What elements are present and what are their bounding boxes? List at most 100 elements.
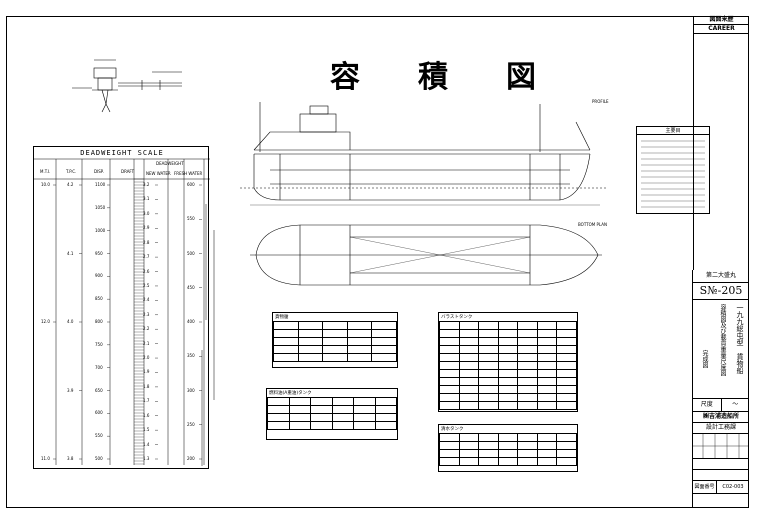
- drawing-title: 容 積 図: [330, 52, 540, 96]
- draft-scale-label: 2.6: [143, 268, 150, 274]
- drawing-number-row: 図面番号 C02-003: [693, 481, 749, 494]
- disp-scale-label: 500: [95, 456, 103, 461]
- disp-scale-label: 800: [95, 319, 103, 324]
- draft-scale-label: 1.7: [143, 398, 150, 404]
- disp-scale-label: 700: [95, 364, 103, 370]
- title-char-1: 容: [330, 60, 364, 95]
- draft-scale-label: 1.9: [143, 369, 150, 375]
- profile-label: PROFILE: [592, 99, 609, 104]
- career-en: CAREER: [708, 25, 735, 32]
- deadweight-scale-panel: DEADWEIGHT SCALE M.T.I. T.P.C. DISP. DRA…: [33, 146, 210, 469]
- deadweight-scale-label: 550: [187, 216, 195, 222]
- tpc-scale-label: 3.9: [67, 387, 74, 393]
- subheader-fresh-water: FRESH WATER: [174, 171, 203, 176]
- header-tpc: T.P.C.: [66, 169, 77, 174]
- subheader-new-water: NEW WATER: [146, 171, 171, 176]
- fresh-table-caption: 清水タンク: [441, 427, 464, 432]
- deadweight-scale-label: 200: [187, 456, 195, 461]
- date-row-2: [693, 470, 749, 481]
- draft-scale-label: 3.0: [143, 210, 150, 216]
- draft-scale-label: 3.1: [143, 196, 150, 202]
- ship-description: 一九九総屯型 貨物船 容積図及び載貨重量尺度図 完成図: [693, 300, 749, 399]
- draft-scale-label: 1.4: [143, 441, 150, 447]
- deadweight-scale-title: DEADWEIGHT SCALE: [80, 149, 164, 157]
- mti-scale-label: 10.0: [41, 182, 50, 187]
- deadweight-scale-label: 250: [187, 421, 195, 427]
- title-block: 第二大盛丸 S№-205 一九九総屯型 貨物船 容積図及び載貨重量尺度図 完成図…: [692, 270, 749, 508]
- draft-scale-label: 1.5: [143, 427, 150, 433]
- drawing-number: C02-003: [715, 481, 749, 493]
- draft-scale-label: 1.6: [143, 412, 150, 418]
- header-disp: DISP.: [94, 169, 104, 174]
- career-rule: [693, 34, 694, 270]
- ballast-table-caption: バラストタンク: [441, 315, 473, 320]
- bottom-plan-drawing: [250, 224, 602, 286]
- disp-scale-label: 1100: [95, 182, 106, 187]
- tpc-scale-label: 4.2: [67, 182, 74, 187]
- approval-grid-lines: [693, 434, 749, 458]
- ship-name: 第二大盛丸: [693, 270, 749, 283]
- draft-scale-label: 1.3: [143, 456, 150, 461]
- department-name: 設計工務課: [693, 423, 749, 434]
- tpc-scale-label: 4.0: [67, 319, 74, 324]
- section-detail-sketch: [72, 59, 182, 113]
- mti-scale-label: 12.0: [41, 319, 50, 324]
- disp-scale-label: 1050: [95, 204, 106, 210]
- bottom-plan-label: BOTTOM PLAN: [578, 222, 607, 227]
- fresh-table-grid: [439, 433, 577, 466]
- draft-scale-label: 2.8: [143, 239, 150, 245]
- disp-scale-label: 600: [95, 410, 103, 416]
- spec-caption: 主要目: [637, 127, 709, 135]
- deadweight-scale-label: 400: [187, 319, 195, 324]
- draft-scale-label: 2.3: [143, 311, 150, 317]
- scale-label: 尺度: [700, 401, 713, 408]
- draft-scale-label: 2.4: [143, 297, 150, 303]
- ballast-table-grid: [439, 321, 577, 410]
- ship-profile-drawing: [240, 102, 606, 206]
- vertical-text-1: 一九九総屯型 貨物船: [736, 304, 744, 374]
- fuel-table-grid: [267, 397, 397, 430]
- vertical-text-2: 容積図及び載貨重量尺度図: [719, 304, 726, 376]
- draft-scale-label: 2.7: [143, 254, 150, 260]
- tpc-scale-label: 4.1: [67, 250, 74, 256]
- tpc-scale-label: 3.8: [67, 456, 74, 461]
- cargo-hold-table: 貨物艙: [272, 312, 398, 368]
- fuel-oil-tank-table: 燃料油(A重油)タンク: [266, 388, 398, 440]
- career-jp: 図面来歴: [694, 16, 749, 25]
- deadweight-annotation-lines: [201, 204, 215, 466]
- disp-scale-label: 850: [95, 296, 103, 302]
- title-char-3: 図: [506, 60, 540, 95]
- draft-scale-label: 1.8: [143, 383, 150, 389]
- deadweight-scale-label: 450: [187, 284, 195, 290]
- scale-value: ～: [720, 399, 750, 411]
- disp-scale-label: 650: [95, 387, 103, 393]
- header-draft: DRAFT: [121, 169, 135, 174]
- scale-row: 尺度 ～: [693, 399, 749, 412]
- ballast-tank-table: バラストタンク: [438, 312, 578, 412]
- header-mti: M.T.I.: [40, 169, 51, 174]
- disp-scale-label: 1000: [95, 227, 106, 233]
- draft-scale-label: 2.5: [143, 282, 150, 288]
- drawing-number-label: 図面番号: [694, 484, 715, 490]
- principal-particulars-box: 主要目: [636, 126, 710, 214]
- draft-scale-label: 2.1: [143, 340, 150, 346]
- date-row-1: [693, 459, 749, 470]
- cargo-table-caption: 貨物艙: [275, 315, 289, 320]
- deadweight-scale-label: 500: [187, 250, 195, 256]
- mti-scale-label: 11.0: [41, 456, 50, 461]
- draft-scale-label: 3.2: [143, 182, 150, 187]
- header-deadweight: DEADWEIGHT: [156, 161, 184, 166]
- draft-scale-label: 2.0: [143, 355, 150, 361]
- deadweight-scale-label: 600: [187, 182, 195, 187]
- fuel-table-caption: 燃料油(A重油)タンク: [269, 391, 312, 396]
- draft-scale-label: 2.9: [143, 225, 150, 231]
- drawing-frame: [6, 16, 749, 508]
- fresh-water-tank-table: 清水タンク: [438, 424, 578, 472]
- ship-number: S№-205: [693, 283, 749, 300]
- title-char-2: 積: [418, 60, 452, 95]
- career-block: 図面来歴 CAREER: [693, 16, 749, 34]
- deadweight-scale-graphic: [34, 158, 210, 465]
- deadweight-scale-label: 350: [187, 353, 195, 359]
- spec-lines: [641, 140, 705, 208]
- draft-scale-label: 2.2: [143, 326, 150, 332]
